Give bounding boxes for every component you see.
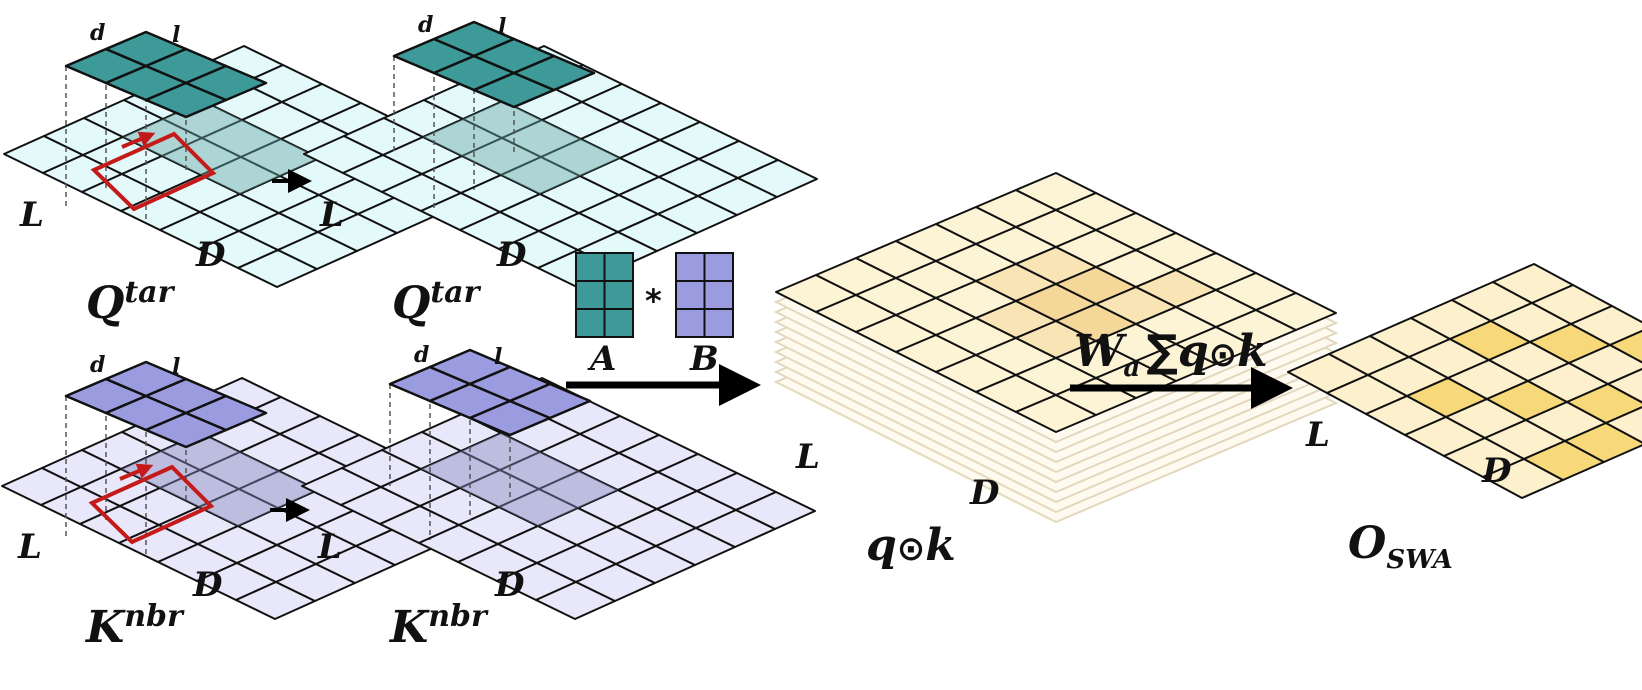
matrix-a-label: A [587, 339, 616, 379]
matrix-b-label: B [689, 339, 719, 379]
grid-dim-D-label: D [192, 565, 223, 605]
grid-dim-D-label: D [496, 235, 527, 275]
qk-product-label: q⊙k [866, 520, 956, 571]
grid-dim-L-label: L [17, 527, 42, 567]
slice-dim-l-label: l [172, 22, 180, 48]
grid-dim-D-label: D [195, 235, 226, 275]
output-panel: L D OSWA [1287, 263, 1642, 575]
q-full-grid [303, 45, 818, 288]
slice-dim-l-label: l [494, 344, 502, 370]
sliding-direction-arrow [119, 463, 154, 481]
output-grid [1287, 263, 1642, 499]
k-slice-grid [388, 348, 592, 437]
output-label: OSWA [1348, 518, 1453, 575]
qk-top-grid [775, 172, 1337, 433]
k-neighbor-panel-2: d l L D Knbr [301, 342, 816, 653]
slice-dim-d-label: d [90, 352, 105, 378]
q-target-panel-1: d l L D Qtar [3, 20, 518, 329]
grid-dim-L-label: L [317, 527, 342, 567]
matrix-b [675, 252, 734, 338]
elementwise-product-block: * A B [575, 252, 734, 379]
slice-dim-d-label: d [418, 12, 433, 38]
slice-dim-l-label: l [172, 354, 180, 380]
q-slice-grid [64, 30, 268, 119]
qk-dim-D-label: D [969, 473, 1000, 513]
q-full-grid [3, 45, 518, 288]
sliding-window-highlight [423, 101, 620, 194]
sliding-window-frame [88, 464, 215, 545]
weighted-sum-formula: Wa∑q⊙k [1074, 326, 1268, 383]
k-slice-grid [64, 360, 268, 449]
slice-dim-d-label: d [414, 342, 429, 368]
output-dim-L-label: L [1305, 415, 1330, 455]
grid-dim-D-label: D [494, 565, 525, 605]
sliding-window-highlight [421, 433, 618, 526]
output-dim-D-label: D [1481, 451, 1512, 491]
q-slice-grid [392, 20, 596, 109]
qk-dim-L-label: L [795, 437, 820, 477]
q-target-label: Qtar [86, 275, 176, 329]
q-target-panel-2: d l L D Qtar [303, 12, 818, 329]
slice-dim-d-label: d [90, 20, 105, 46]
projection-lines [65, 49, 187, 223]
slice-dim-l-label: l [498, 14, 506, 40]
grid-dim-L-label: L [319, 195, 344, 235]
k-neighbor-label: Knbr [84, 599, 185, 653]
q-target-label: Qtar [392, 275, 482, 329]
sliding-direction-arrow [121, 131, 156, 149]
k-neighbor-label: Knbr [388, 599, 489, 653]
multiply-symbol: * [645, 282, 662, 320]
grid-dim-L-label: L [19, 195, 44, 235]
matrix-a [575, 252, 634, 338]
